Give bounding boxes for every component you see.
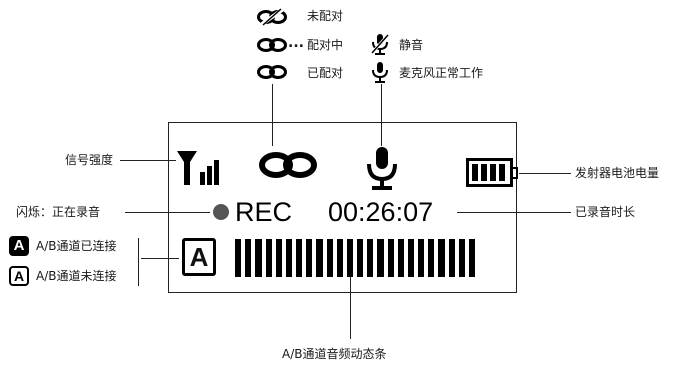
rec-indicator-dot	[213, 204, 229, 220]
audio-level-bar	[275, 239, 282, 277]
legend-pairing-dots: ...	[288, 35, 304, 51]
channel-letter: A	[189, 242, 209, 272]
audio-level-bar	[306, 239, 313, 277]
audio-level-bar	[255, 239, 262, 277]
lcd-screen	[168, 122, 517, 293]
signal-strength-icon	[177, 151, 219, 185]
channel-callout-line	[141, 258, 179, 259]
battery-level-label: 发射器电池电量	[575, 166, 660, 180]
microphone-icon	[367, 147, 397, 190]
audio-level-bar	[418, 239, 425, 277]
audio-level-bar	[336, 239, 343, 277]
battery-callout-line	[519, 173, 571, 174]
audio-level-bar	[285, 239, 293, 277]
recording-timer: 00:26:07	[328, 197, 434, 227]
link-connector-line	[272, 84, 273, 146]
signal-callout-line	[120, 160, 176, 161]
mic-muted-icon	[370, 34, 390, 55]
level-callout-line	[350, 277, 351, 339]
link-broken-icon	[257, 8, 287, 26]
blink-callout-line	[125, 212, 210, 213]
channel-connected-label: A/B通道已连接	[36, 239, 117, 253]
rec-label: REC	[235, 197, 293, 227]
audio-level-bar	[265, 239, 272, 277]
audio-level-bar	[357, 239, 364, 277]
audio-level-bar	[316, 239, 323, 277]
audio-level-bar	[448, 239, 455, 277]
audio-level-bar	[387, 239, 394, 277]
recording-duration-label: 已录音时长	[575, 205, 636, 219]
audio-level-bar	[397, 239, 404, 277]
mic-icon	[372, 62, 388, 83]
audio-level-bar	[367, 239, 374, 277]
legend-paired-label: 已配对	[307, 66, 344, 80]
audio-level-bar	[235, 239, 242, 277]
legend-unpaired-label: 未配对	[307, 9, 344, 23]
audio-level-bar	[377, 239, 384, 277]
mic-connector-line	[381, 84, 382, 146]
battery-cell	[481, 164, 487, 181]
link-pairing-icon	[257, 38, 287, 52]
battery-icon	[466, 158, 518, 187]
audio-level-meter	[235, 239, 476, 277]
audio-level-bar	[245, 239, 252, 277]
audio-level-bar	[468, 239, 476, 277]
audio-level-bar	[438, 239, 445, 277]
audio-level-label: A/B通道音频动态条	[282, 347, 387, 361]
signal-strength-label: 信号强度	[65, 153, 114, 167]
channel-indicator: A	[182, 238, 216, 276]
audio-level-bar	[407, 239, 415, 277]
channel-connected-badge: A	[9, 236, 29, 256]
legend-mic-ok-label: 麦克风正常工作	[399, 66, 484, 80]
battery-cell	[472, 164, 478, 181]
audio-level-bar	[326, 239, 333, 277]
battery-cell	[499, 164, 505, 181]
battery-cell	[490, 164, 496, 181]
audio-level-bar	[458, 239, 465, 277]
channel-connected-letter: A	[13, 237, 25, 254]
audio-level-bar	[296, 239, 303, 277]
legend-pairing-label: 配对中	[307, 38, 344, 52]
channel-disconnected-letter: A	[13, 267, 25, 284]
channel-disconnected-badge: A	[9, 266, 29, 286]
audio-level-bar	[346, 239, 354, 277]
paired-link-icon	[259, 152, 317, 178]
audio-level-bar	[428, 239, 435, 277]
channel-bracket-line	[138, 238, 139, 286]
legend-mute-label: 静音	[399, 38, 424, 52]
link-paired-icon	[257, 65, 287, 79]
recording-blink-label: 闪烁：正在录音	[16, 205, 101, 219]
channel-disconnected-label: A/B通道未连接	[36, 269, 117, 283]
timer-callout-line	[457, 212, 571, 213]
